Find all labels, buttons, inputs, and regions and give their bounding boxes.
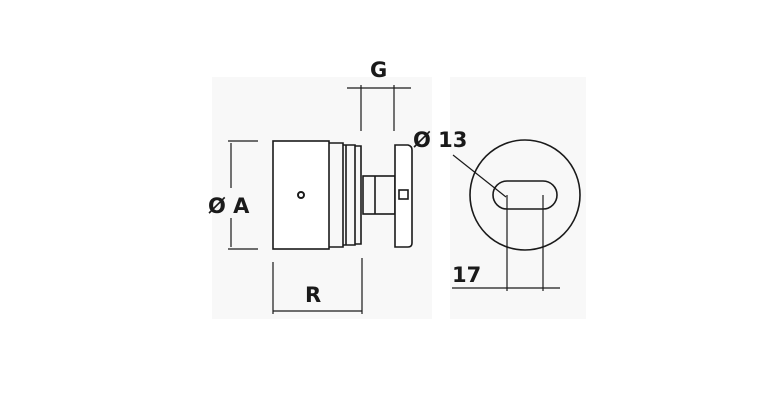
- side-view: [228, 85, 413, 314]
- dimension-r: [272, 258, 363, 314]
- base-plate-circle: [469, 139, 581, 251]
- diameter-a-label: Ø A: [208, 194, 250, 218]
- end-view: [452, 139, 581, 291]
- dimension-g: [347, 85, 411, 131]
- disc-tab: [398, 189, 409, 200]
- diameter-13-label: Ø 13: [413, 128, 467, 152]
- end-view-panel: [450, 77, 586, 319]
- set-screw-hole: [297, 191, 305, 199]
- leader-line-13: [452, 154, 507, 198]
- r-label: R: [305, 283, 321, 307]
- dimension-diameter-a: [228, 140, 258, 250]
- mounting-disc: [394, 144, 413, 248]
- neck: [329, 142, 344, 248]
- g-label: G: [370, 58, 387, 82]
- dimension-17: [452, 195, 560, 291]
- length-17-label: 17: [452, 263, 481, 287]
- slot: [492, 180, 558, 210]
- grooves: [343, 144, 362, 246]
- body-cylinder: [272, 140, 330, 250]
